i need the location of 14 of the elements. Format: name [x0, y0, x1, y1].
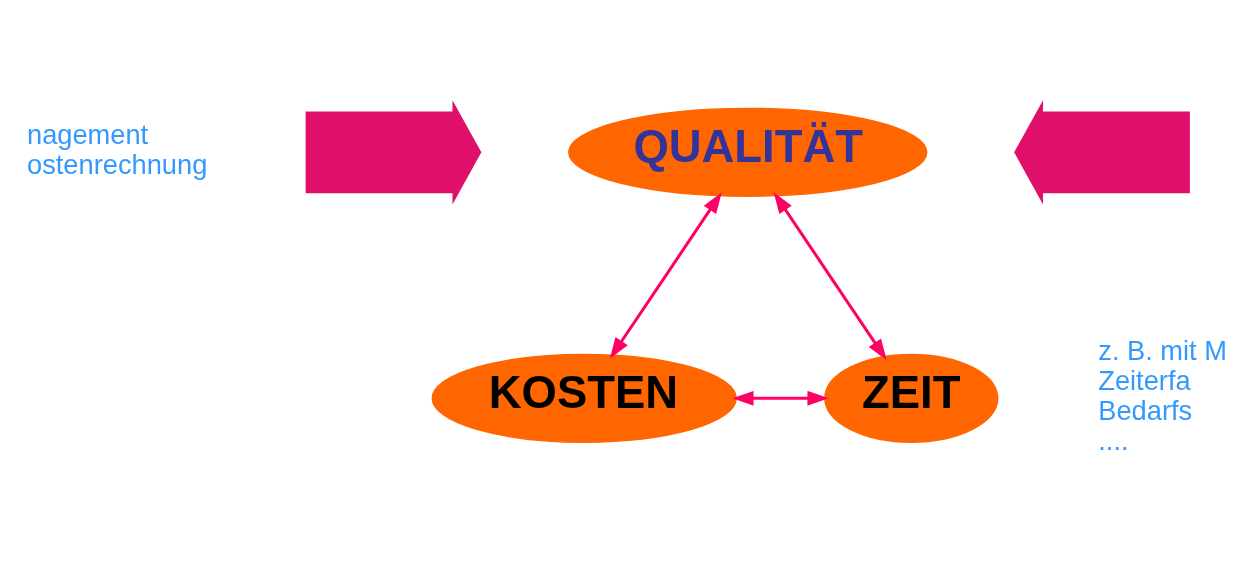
node-arrow — [1014, 100, 1190, 205]
arrow — [609, 192, 722, 359]
node-ellipse: ZEIT — [824, 353, 999, 443]
label: ostenrechnung — [27, 149, 208, 181]
arrow — [732, 390, 829, 406]
arrow — [773, 192, 887, 361]
label: .... — [1098, 425, 1129, 457]
label: z. B. mit M — [1098, 334, 1227, 366]
node-ellipse: KOSTEN — [431, 353, 737, 443]
node-ellipse: QUALITÄT — [568, 107, 928, 197]
label: nagement — [27, 118, 149, 150]
label: Zeiterfa — [1098, 364, 1191, 396]
node-arrow — [305, 100, 482, 205]
label: Bedarfs — [1098, 395, 1193, 427]
